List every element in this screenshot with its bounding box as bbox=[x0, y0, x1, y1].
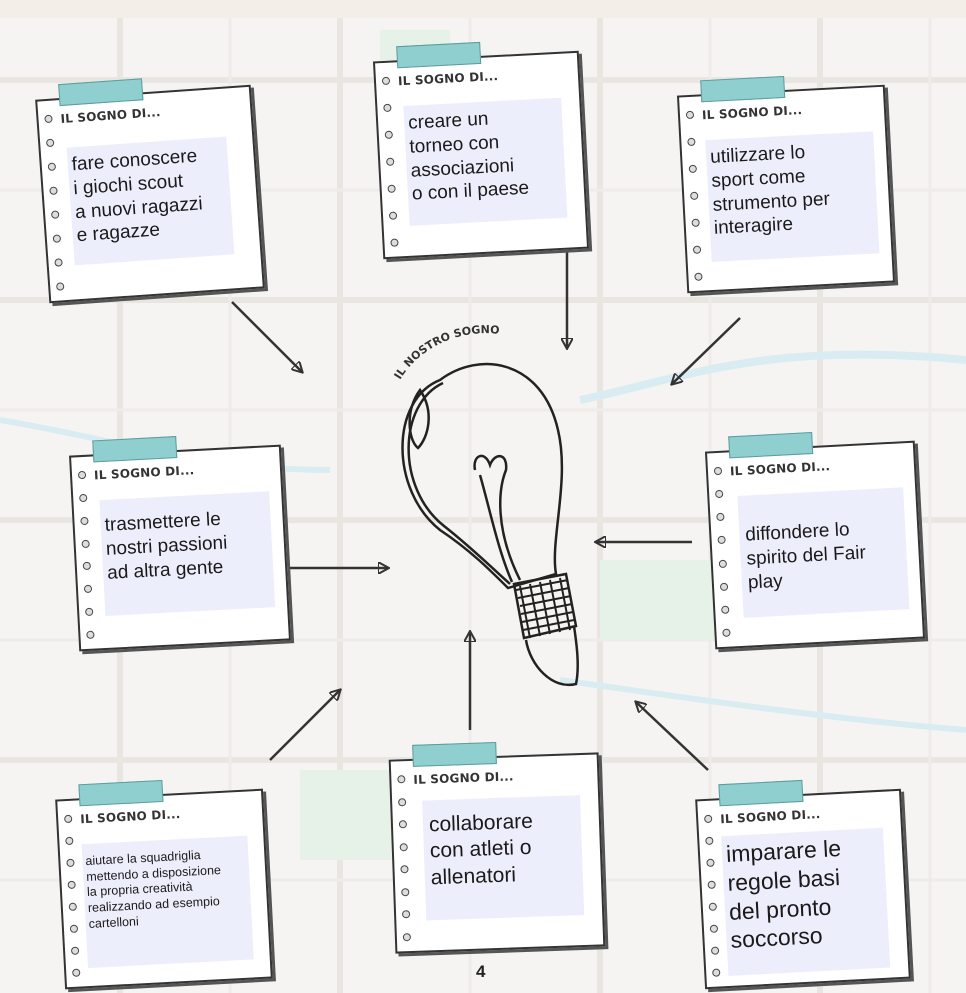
binder-rings bbox=[685, 110, 707, 281]
binder-rings bbox=[63, 814, 84, 977]
note-text: creare un torneo con associazioni o con … bbox=[403, 97, 568, 226]
note-header: IL SOGNO DI... bbox=[719, 806, 821, 827]
tape bbox=[58, 78, 144, 107]
note-torneo: IL SOGNO DI... creare un torneo con asso… bbox=[372, 41, 590, 260]
tape bbox=[718, 779, 804, 807]
binder-rings bbox=[381, 76, 403, 247]
note-pronto-soccorso: IL SOGNO DI... imparare le regole basi d… bbox=[695, 779, 911, 990]
center-label: IL NOSTRO SOGNO bbox=[392, 323, 501, 381]
note-header: IL SOGNO DI... bbox=[413, 769, 514, 787]
note-header: IL SOGNO DI... bbox=[93, 463, 195, 483]
binder-rings bbox=[713, 466, 735, 637]
note-text: trasmettere le nostri passioni ad altra … bbox=[99, 491, 276, 616]
arrow-top-right bbox=[672, 317, 741, 384]
note-text: utilizzare lo sport come strumento per i… bbox=[705, 131, 880, 262]
binder-rings bbox=[397, 775, 415, 942]
arrow-bottom-right bbox=[636, 702, 709, 771]
note-header: IL SOGNO DI... bbox=[397, 69, 499, 89]
note-header: IL SOGNO DI... bbox=[60, 105, 162, 127]
svg-text:IL NOSTRO SOGNO: IL NOSTRO SOGNO bbox=[392, 323, 501, 381]
note-header: IL SOGNO DI... bbox=[79, 807, 181, 827]
note-squadriglia: IL SOGNO DI... aiutare la squadriglia me… bbox=[55, 779, 273, 990]
arrow-bottom-left bbox=[269, 690, 340, 761]
tape bbox=[78, 779, 164, 807]
note-atleti: IL SOGNO DI... collaborare con atleti o … bbox=[388, 741, 606, 954]
note-giochi-scout: IL SOGNO DI... fare conoscere i giochi s… bbox=[35, 78, 265, 304]
tape bbox=[728, 431, 814, 459]
binder-rings bbox=[77, 470, 99, 639]
tape bbox=[92, 436, 178, 463]
note-text: diffondere lo spirito del Fair play bbox=[737, 487, 910, 618]
note-fair-play: IL SOGNO DI... diffondere lo spirito del… bbox=[704, 431, 926, 650]
arrow-top-left bbox=[231, 301, 302, 372]
note-text: collaborare con atleti o allenatori bbox=[422, 795, 585, 921]
note-text: aiutare la squadriglia mettendo a dispos… bbox=[81, 835, 254, 969]
tape bbox=[700, 75, 786, 103]
tape bbox=[396, 41, 482, 69]
page-number: 4 bbox=[476, 962, 486, 981]
note-passioni: IL SOGNO DI... trasmettere le nostri pas… bbox=[69, 436, 291, 652]
note-header: IL SOGNO DI... bbox=[729, 459, 831, 479]
tape bbox=[412, 741, 497, 767]
light-bulb-icon: IL NOSTRO SOGNO bbox=[392, 323, 579, 687]
note-header: IL SOGNO DI... bbox=[701, 103, 803, 123]
note-text: imparare le regole basi del pronto socco… bbox=[721, 827, 891, 977]
binder-rings bbox=[44, 114, 68, 291]
note-text: fare conoscere i giochi scout a nuovi ra… bbox=[66, 136, 235, 266]
note-sport: IL SOGNO DI... utilizzare lo sport come … bbox=[676, 75, 896, 294]
